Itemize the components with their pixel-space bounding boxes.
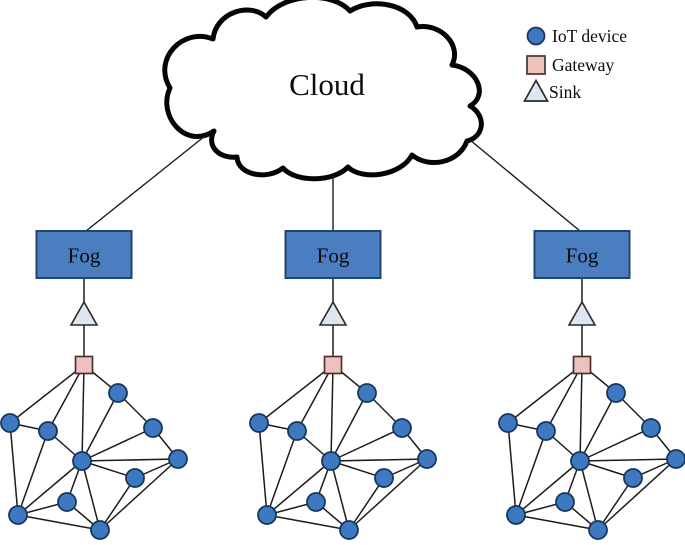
iot-device-node bbox=[125, 468, 145, 488]
network-edge bbox=[296, 364, 334, 432]
iot-device-node bbox=[357, 383, 377, 403]
iot-device-node bbox=[536, 421, 556, 441]
network-edge bbox=[9, 364, 85, 424]
network-edge bbox=[579, 460, 599, 531]
network-edge bbox=[81, 427, 154, 462]
network-edge bbox=[330, 458, 428, 462]
network-edge bbox=[258, 364, 334, 424]
cloud-to-fog-link bbox=[469, 139, 581, 232]
sink-node bbox=[318, 300, 348, 326]
network-edge bbox=[597, 477, 634, 531]
network-edge bbox=[515, 460, 581, 516]
network-edge bbox=[330, 427, 403, 462]
network-edge bbox=[47, 364, 85, 432]
network-edge bbox=[330, 460, 350, 531]
iot-device-node bbox=[623, 468, 643, 488]
network-edge bbox=[99, 458, 179, 531]
fog-box bbox=[35, 230, 133, 279]
network-edge bbox=[9, 422, 19, 516]
iot-device-node bbox=[321, 451, 341, 471]
network-edge bbox=[81, 392, 119, 462]
iot-device-node bbox=[143, 418, 163, 438]
network-edge bbox=[579, 427, 652, 462]
iot-device-node bbox=[0, 413, 20, 433]
sink-node bbox=[567, 300, 597, 326]
network-edge bbox=[579, 364, 583, 462]
gateway-legend-label: Gateway bbox=[552, 55, 614, 75]
network-edge bbox=[99, 477, 136, 531]
network-edge bbox=[17, 460, 83, 516]
cloud-shape bbox=[162, 0, 484, 182]
sink-legend-label: Sink bbox=[549, 82, 581, 102]
gateway-node bbox=[323, 355, 343, 375]
sink-legend-icon bbox=[523, 78, 549, 102]
iot-device-node bbox=[287, 421, 307, 441]
iot-device-node bbox=[666, 449, 685, 469]
iot-device-node bbox=[108, 383, 128, 403]
fog-label: Fog bbox=[317, 244, 350, 268]
iot-device-node bbox=[506, 505, 526, 525]
iot-device-node bbox=[38, 421, 58, 441]
gateway-node bbox=[572, 355, 592, 375]
fog-box bbox=[533, 230, 631, 279]
network-edge bbox=[266, 460, 332, 516]
iot-device-node bbox=[392, 418, 412, 438]
iot-device-node bbox=[641, 418, 661, 438]
iot-device-node bbox=[498, 413, 518, 433]
iot-device-node bbox=[588, 520, 608, 540]
iot-device-node bbox=[555, 492, 575, 512]
fog-label: Fog bbox=[566, 244, 599, 268]
iot-device-node bbox=[606, 383, 626, 403]
iot-device-node bbox=[417, 449, 437, 469]
fog-label: Fog bbox=[68, 244, 101, 268]
cloud-label: Cloud bbox=[289, 67, 365, 102]
gateway-legend-icon bbox=[526, 55, 546, 75]
network-edge bbox=[81, 458, 179, 462]
legend: IoT device Gateway Sink bbox=[523, 26, 627, 102]
network-edge bbox=[348, 458, 428, 531]
iot-device-node bbox=[570, 451, 590, 471]
network-edge bbox=[579, 392, 617, 462]
cloud-to-fog-link bbox=[85, 131, 211, 232]
iot-device-node bbox=[257, 505, 277, 525]
iot-device-node bbox=[306, 492, 326, 512]
iot-device-legend-icon bbox=[526, 26, 546, 46]
network-edge bbox=[507, 422, 517, 516]
iot-device-node bbox=[57, 492, 77, 512]
iot-device-node bbox=[339, 520, 359, 540]
iot-device-node bbox=[374, 468, 394, 488]
iot-device-node bbox=[249, 413, 269, 433]
network-edge bbox=[17, 430, 49, 516]
network-edge bbox=[579, 458, 677, 462]
network-edge bbox=[597, 458, 677, 531]
network-edge bbox=[81, 364, 85, 462]
iot-device-node bbox=[168, 449, 188, 469]
network-edge bbox=[17, 514, 101, 531]
iot-device-node bbox=[72, 451, 92, 471]
iot-device-legend-label: IoT device bbox=[552, 26, 627, 46]
network-edge bbox=[330, 364, 334, 462]
iot-device-node bbox=[90, 520, 110, 540]
network-edge bbox=[330, 392, 368, 462]
network-edge bbox=[507, 364, 583, 424]
gateway-node bbox=[74, 355, 94, 375]
network-edge bbox=[266, 430, 298, 516]
fog-box bbox=[284, 230, 382, 279]
network-edge bbox=[266, 514, 350, 531]
network-edge bbox=[81, 460, 101, 531]
network-edge bbox=[258, 422, 268, 516]
network-edge bbox=[348, 477, 385, 531]
network-edge bbox=[515, 430, 547, 516]
iot-device-node bbox=[8, 505, 28, 525]
network-edge bbox=[515, 514, 599, 531]
sink-node bbox=[69, 300, 99, 326]
network-edge bbox=[545, 364, 583, 432]
